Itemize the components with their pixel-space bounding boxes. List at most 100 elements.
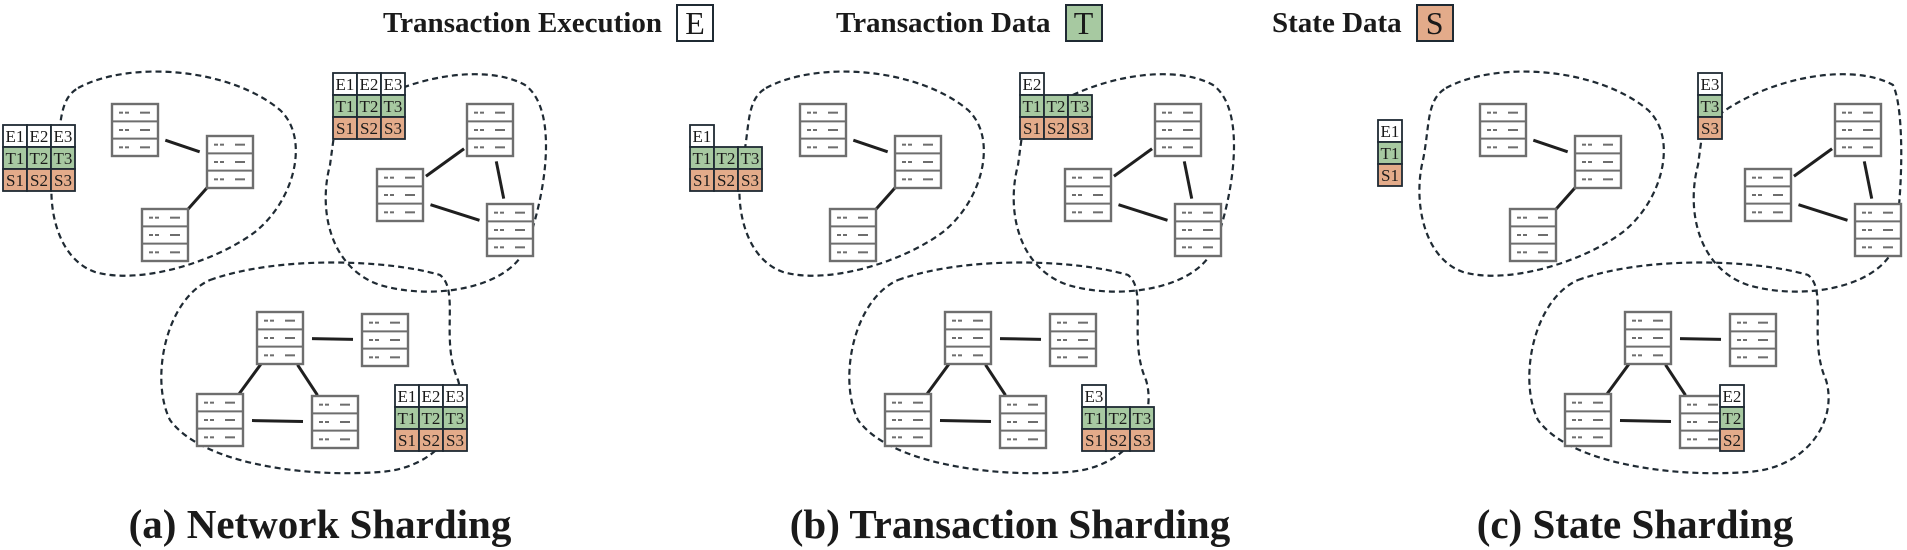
server-rack-icon [1063, 167, 1113, 223]
server-rack-icon [255, 310, 305, 366]
transaction-data-label: T1 [6, 149, 25, 168]
server-rack-icon [1508, 207, 1558, 263]
state-data-cell [1697, 116, 1723, 140]
state-data-cell [442, 428, 468, 452]
transaction-data-label: T3 [54, 149, 73, 168]
state-data-label: S2 [1047, 119, 1065, 138]
state-data-label: S1 [1381, 166, 1399, 185]
transaction-data-label: T2 [360, 97, 379, 116]
transaction-data-label: T2 [717, 149, 736, 168]
state-data-label: S3 [1071, 119, 1089, 138]
shard-boundary [50, 70, 297, 277]
execution-label: E3 [1701, 75, 1720, 94]
state-data-label: S2 [422, 431, 440, 450]
execution-label: E2 [30, 127, 49, 146]
network-link [1118, 203, 1168, 222]
execution-label: E2 [1723, 387, 1742, 406]
legend-state-data-label: State Data [1272, 6, 1402, 39]
state-data-label: S2 [717, 171, 735, 190]
transaction-data-label: T1 [336, 97, 355, 116]
network-link [296, 363, 319, 397]
network-link [1605, 362, 1631, 396]
server-rack-icon [195, 392, 245, 448]
execution-label: E3 [54, 127, 73, 146]
caption-network-sharding: (a) Network Sharding [128, 501, 512, 547]
execution-label: E1 [1381, 122, 1400, 141]
network-link [984, 363, 1007, 397]
network-link [1619, 419, 1672, 423]
server-rack-icon [828, 207, 878, 263]
server-rack-icon [1563, 392, 1613, 448]
network-link [1553, 184, 1578, 213]
state-data-label: S3 [1133, 431, 1151, 450]
execution-label: E2 [1023, 75, 1042, 94]
transaction-data-label: T3 [1133, 409, 1152, 428]
server-rack-icon [1048, 312, 1098, 368]
network-link [1793, 147, 1833, 178]
shard-boundary [324, 73, 548, 293]
state-data-cell [50, 168, 76, 192]
transaction-data-label: T3 [384, 97, 403, 116]
server-rack-icon [360, 312, 410, 368]
legend-transaction-data-box: T [1064, 4, 1103, 42]
network-link [1664, 363, 1687, 397]
server-rack-icon [943, 310, 993, 366]
legend-execution: Transaction Execution E [383, 4, 714, 42]
server-rack-icon [893, 134, 943, 190]
network-link [999, 337, 1042, 341]
network-link [1182, 161, 1194, 199]
network-link [873, 184, 898, 213]
network-link [425, 147, 465, 178]
state-data-cell [1067, 116, 1093, 140]
execution-label: E1 [6, 127, 25, 146]
server-rack-icon [1623, 310, 1673, 366]
server-rack-icon [798, 102, 848, 158]
server-rack-icon [485, 202, 535, 258]
legend-state-data: State Data S [1272, 4, 1454, 42]
transaction-data-label: T1 [1085, 409, 1104, 428]
execution-label: E1 [398, 387, 417, 406]
shard-boundary [1418, 70, 1665, 277]
execution-label: E3 [384, 75, 403, 94]
state-data-label: S2 [1723, 431, 1741, 450]
server-rack-icon [883, 392, 933, 448]
server-rack-icon [1743, 167, 1793, 223]
execution-label: E1 [336, 75, 355, 94]
server-rack-icon [465, 102, 515, 158]
network-link [494, 161, 506, 199]
execution-label: E3 [446, 387, 465, 406]
transaction-data-label: T2 [30, 149, 49, 168]
server-rack-icon [1853, 202, 1903, 258]
transaction-data-label: T1 [1381, 144, 1400, 163]
network-link [311, 337, 354, 341]
network-link [939, 419, 992, 423]
state-data-cell [1719, 428, 1745, 452]
server-rack-icon [1153, 102, 1203, 158]
server-rack-icon [1573, 134, 1623, 190]
execution-label: E1 [693, 127, 712, 146]
network-link [1798, 203, 1848, 222]
shard-boundary [1012, 73, 1236, 293]
transaction-data-label: T3 [741, 149, 760, 168]
transaction-data-label: T3 [1701, 97, 1720, 116]
network-link [925, 362, 951, 396]
network-link [251, 419, 304, 423]
state-data-label: S2 [30, 171, 48, 190]
server-rack-icon [310, 394, 360, 450]
state-data-cell [737, 168, 763, 192]
network-link [1113, 147, 1153, 178]
network-link [1679, 337, 1722, 341]
transaction-data-label: T2 [1109, 409, 1128, 428]
legend-transaction-data-label: Transaction Data [836, 6, 1051, 39]
server-rack-icon [1728, 312, 1778, 368]
state-data-label: S3 [1701, 119, 1719, 138]
server-rack-icon [110, 102, 160, 158]
state-data-label: S2 [360, 119, 378, 138]
transaction-data-label: T3 [446, 409, 465, 428]
network-link [164, 138, 201, 154]
caption-transaction-sharding: (b) Transaction Sharding [789, 501, 1231, 547]
server-rack-icon [1173, 202, 1223, 258]
state-data-label: S3 [741, 171, 759, 190]
state-data-label: S1 [1023, 119, 1041, 138]
state-data-label: S1 [398, 431, 416, 450]
